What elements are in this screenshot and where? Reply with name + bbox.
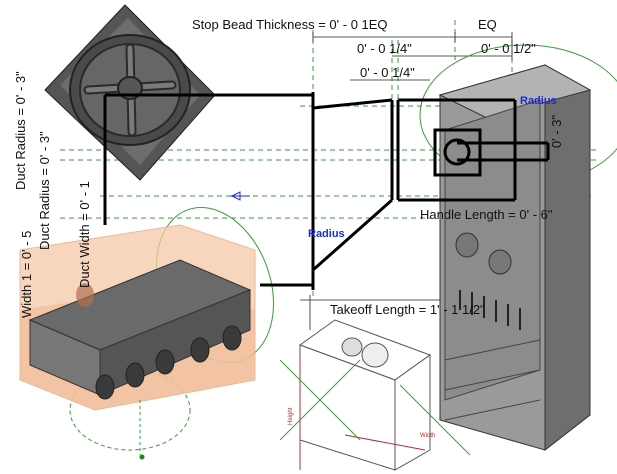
- quarter-inch-dimension-mid[interactable]: 0' - 0 1/4": [360, 65, 415, 80]
- roof-fan: [44, 4, 216, 181]
- quarter-inch-dimension-top[interactable]: 0' - 0 1/4": [357, 41, 412, 56]
- duct-width-dimension[interactable]: Duct Width = 0' - 1: [77, 181, 92, 288]
- radius-label-center[interactable]: Radius: [308, 228, 345, 240]
- duct-profile: [103, 92, 550, 290]
- right-three-inch-dimension[interactable]: 0' - 3": [549, 114, 564, 148]
- handle-length-dimension[interactable]: Handle Length = 0' - 6": [420, 207, 553, 222]
- takeoff-length-dimension[interactable]: Takeoff Length = 1' - 1 1/2": [330, 302, 485, 317]
- plenum-box: [19, 224, 256, 460]
- height-label: Height: [288, 407, 294, 425]
- condensing-unit: [298, 319, 432, 471]
- top-dimension-lines: [300, 32, 530, 330]
- blue-arrow: [230, 191, 250, 201]
- duct-radius-dimension-1[interactable]: Duct Radius = 0' - 3": [13, 71, 28, 190]
- width-label: Width: [420, 433, 436, 439]
- radius-label-right[interactable]: Radius: [520, 95, 557, 107]
- half-inch-dimension[interactable]: 0' - 0 1/2": [481, 41, 536, 56]
- width-1-dimension[interactable]: Width 1 = 0' - 5: [19, 230, 34, 318]
- eq-dimension[interactable]: EQ: [478, 17, 497, 32]
- unit-diagonals: [279, 359, 471, 456]
- stop-bead-dimension[interactable]: Stop Bead Thickness = 0' - 0 1EQ: [192, 17, 388, 32]
- duct-radius-dimension-2[interactable]: Duct Radius = 0' - 3": [37, 131, 52, 250]
